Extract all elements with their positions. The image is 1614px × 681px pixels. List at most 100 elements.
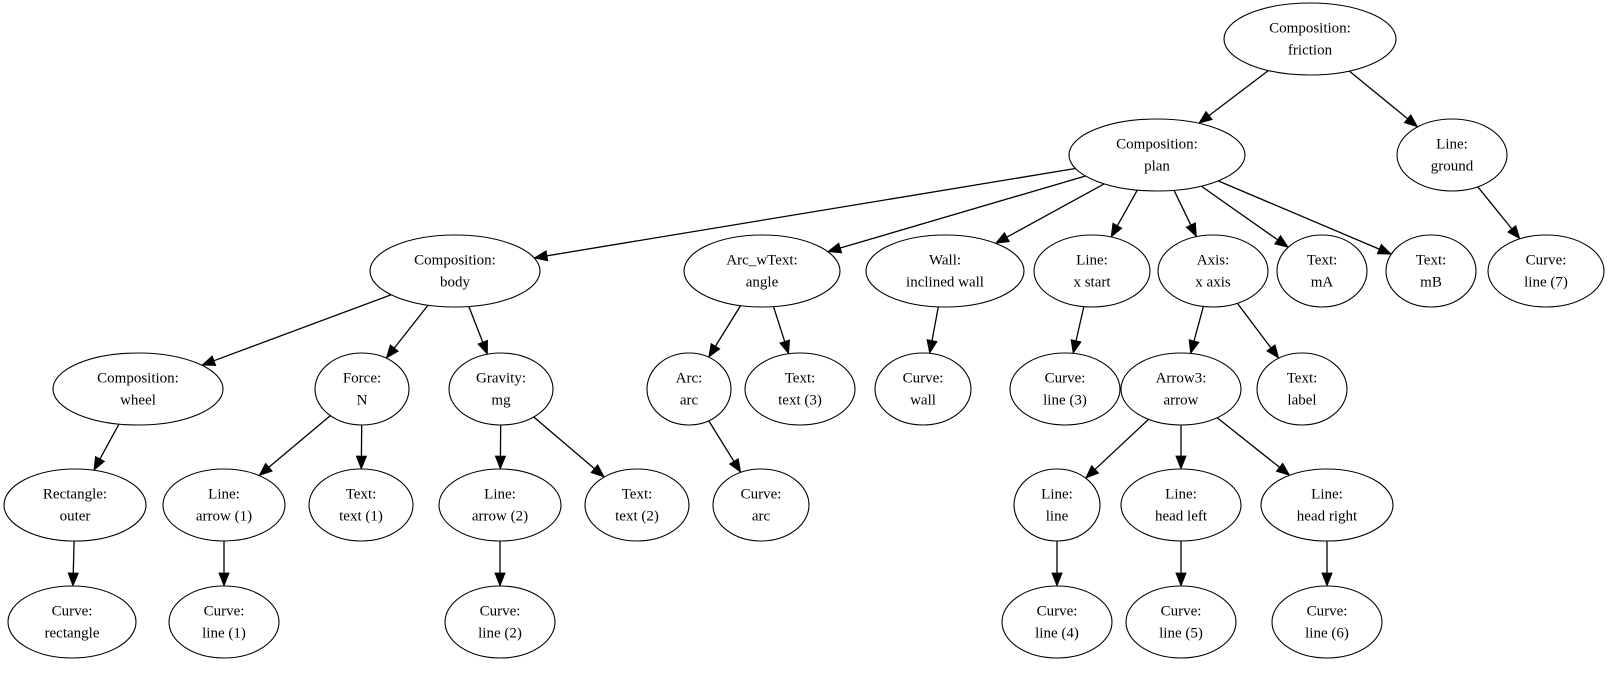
- graph-node-friction[interactable]: Composition:friction: [1223, 2, 1397, 76]
- node-label-type: Text:: [1416, 252, 1447, 268]
- node-ellipse[interactable]: [584, 468, 690, 542]
- node-ellipse[interactable]: [1385, 234, 1477, 308]
- graph-node-line5[interactable]: Curve:line (5): [1125, 585, 1237, 659]
- node-ellipse[interactable]: [1396, 118, 1508, 192]
- node-ellipse[interactable]: [162, 468, 286, 542]
- node-ellipse[interactable]: [369, 234, 541, 308]
- node-ellipse[interactable]: [314, 352, 410, 426]
- graph-node-gravity[interactable]: Gravity:mg: [448, 352, 554, 426]
- node-ellipse[interactable]: [1276, 234, 1368, 308]
- node-ellipse[interactable]: [444, 585, 556, 659]
- edge-arrowhead-icon: [1275, 462, 1291, 476]
- node-ellipse[interactable]: [308, 468, 414, 542]
- graph-edge: [1348, 70, 1419, 128]
- node-ellipse[interactable]: [52, 352, 224, 426]
- node-ellipse[interactable]: [168, 585, 280, 659]
- node-ellipse[interactable]: [1157, 234, 1269, 308]
- node-label-name: angle: [746, 274, 779, 290]
- node-ellipse[interactable]: [1487, 234, 1605, 308]
- node-label-type: Curve:: [741, 486, 782, 502]
- graph-node-lineline[interactable]: Line:line: [1013, 468, 1101, 542]
- node-ellipse[interactable]: [712, 468, 810, 542]
- edge-arrowhead-icon: [258, 462, 273, 477]
- node-ellipse[interactable]: [1260, 468, 1394, 542]
- node-ellipse[interactable]: [1009, 352, 1121, 426]
- graph-edge: [494, 424, 507, 470]
- node-ellipse[interactable]: [683, 234, 841, 308]
- node-ellipse[interactable]: [1001, 585, 1113, 659]
- graph-node-forceN[interactable]: Force:N: [314, 352, 410, 426]
- graph-node-mA[interactable]: Text:mA: [1276, 234, 1368, 308]
- graph-node-xstart[interactable]: Line:x start: [1033, 234, 1151, 308]
- node-label-type: Composition:: [1269, 20, 1351, 36]
- edge-arrowhead-icon: [926, 339, 938, 355]
- graph-node-curvearc[interactable]: Curve:arc: [712, 468, 810, 542]
- node-ellipse[interactable]: [3, 468, 147, 542]
- graph-node-mB[interactable]: Text: mB: [1385, 234, 1477, 308]
- node-ellipse[interactable]: [448, 352, 554, 426]
- edge-arrowhead-icon: [1273, 234, 1289, 248]
- graph-node-xaxis[interactable]: Axis:x axis: [1157, 234, 1269, 308]
- node-ellipse[interactable]: [1120, 352, 1242, 426]
- graph-node-headleft[interactable]: Line:head left: [1120, 468, 1242, 542]
- edge-arrowhead-icon: [1403, 114, 1419, 128]
- graph-node-angle[interactable]: Arc_wText:angle: [683, 234, 841, 308]
- node-ellipse[interactable]: [1033, 234, 1151, 308]
- graph-node-arrow3[interactable]: Arrow3:arrow: [1120, 352, 1242, 426]
- node-label-name: mB: [1420, 274, 1442, 290]
- edge-line: [533, 416, 595, 470]
- graph-node-text2[interactable]: Text:text (2): [584, 468, 690, 542]
- node-ellipse[interactable]: [438, 468, 562, 542]
- graph-node-line1[interactable]: Curve:line (1): [168, 585, 280, 659]
- node-ellipse[interactable]: [1125, 585, 1237, 659]
- node-ellipse[interactable]: [1271, 585, 1383, 659]
- graph-node-wheel[interactable]: Composition:wheel: [52, 352, 224, 426]
- node-ellipse[interactable]: [865, 234, 1025, 308]
- graph-node-ground[interactable]: Line:ground: [1396, 118, 1508, 192]
- graph-node-curverect[interactable]: Curve:rectangle: [7, 585, 137, 659]
- node-ellipse[interactable]: [7, 585, 137, 659]
- graph-node-inclined[interactable]: Wall:inclined wall: [865, 234, 1025, 308]
- graph-node-line3[interactable]: Curve:line (3): [1009, 352, 1121, 426]
- node-label-name: line (1): [202, 625, 246, 641]
- edge-arrowhead-icon: [994, 231, 1011, 244]
- graph-node-line4[interactable]: Curve:line (4): [1001, 585, 1113, 659]
- node-label-name: line (4): [1035, 625, 1079, 641]
- graph-edge: [708, 305, 742, 358]
- graph-edge: [1198, 70, 1269, 124]
- graph-node-line6[interactable]: Curve:line (6): [1271, 585, 1383, 659]
- node-ellipse[interactable]: [1068, 118, 1246, 192]
- graph-node-rectouter[interactable]: Rectangle:outer: [3, 468, 147, 542]
- graph-node-line2[interactable]: Curve:line (2): [444, 585, 556, 659]
- graph-node-arcarc[interactable]: Arc:arc: [646, 352, 732, 426]
- edge-line: [1116, 189, 1138, 226]
- graph-node-headright[interactable]: Line:head right: [1260, 468, 1394, 542]
- graph-node-labeltext[interactable]: Text:label: [1256, 352, 1348, 426]
- node-ellipse[interactable]: [874, 352, 972, 426]
- node-label-name: line: [1046, 508, 1069, 524]
- node-ellipse[interactable]: [744, 352, 856, 426]
- graph-edge: [258, 415, 331, 477]
- node-ellipse[interactable]: [1256, 352, 1348, 426]
- node-label-type: Line:: [1436, 136, 1468, 152]
- graph-node-text3[interactable]: Text:text (3): [744, 352, 856, 426]
- node-ellipse[interactable]: [1013, 468, 1101, 542]
- graph-node-plan[interactable]: Composition:plan: [1068, 118, 1246, 192]
- node-ellipse[interactable]: [646, 352, 732, 426]
- edge-arrowhead-icon: [728, 458, 742, 474]
- edge-line: [840, 175, 1086, 249]
- edge-arrowhead-icon: [1175, 572, 1187, 587]
- node-ellipse[interactable]: [1223, 2, 1397, 76]
- graph-node-body[interactable]: Composition:body: [369, 234, 541, 308]
- graph-node-curvewall[interactable]: Curve:wall: [874, 352, 972, 426]
- graph-edge: [1188, 306, 1205, 355]
- graph-node-line7[interactable]: Curve:line (7): [1487, 234, 1605, 308]
- graph-node-arrow1[interactable]: Line:arrow (1): [162, 468, 286, 542]
- graph-node-arrow2[interactable]: Line:arrow (2): [438, 468, 562, 542]
- edge-line: [546, 167, 1076, 257]
- graph-node-text1[interactable]: Text:text (1): [308, 468, 414, 542]
- edge-line: [393, 304, 429, 349]
- node-ellipse[interactable]: [1120, 468, 1242, 542]
- edge-layer: [67, 70, 1521, 587]
